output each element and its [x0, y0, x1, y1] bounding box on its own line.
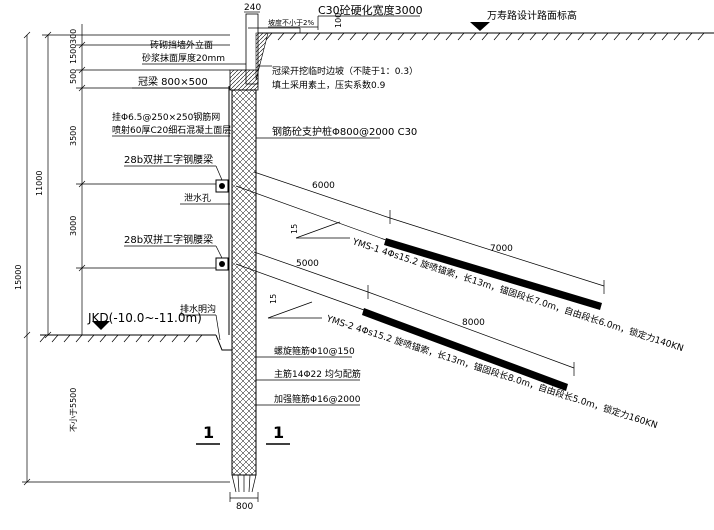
drain-hole-label: 泄水孔: [184, 192, 211, 204]
dim-500: 500: [69, 69, 78, 84]
section-mark-left: 1: [203, 423, 214, 442]
waler-2: [215, 257, 229, 271]
pile-tip: [231, 474, 257, 493]
dim-3500: 3500: [69, 126, 78, 146]
crown-beam-label: 冠梁 800×500: [138, 75, 208, 88]
pit-bottom-label: JKD(-10.0~-11.0m): [87, 311, 202, 325]
crown-slope-label: 冠梁开挖临时边坡（不陡于1：0.3）: [272, 65, 418, 77]
drain-ditch-label: 排水明沟: [180, 303, 216, 315]
crown-beam: [229, 69, 259, 91]
dim-15000: 15000: [14, 265, 23, 290]
pit-bottom-marker: JKD(-10.0~-11.0m): [87, 311, 202, 330]
dim-100: 100: [334, 13, 343, 28]
mesh-label: 挂Φ6.5@250×250钢筋网: [112, 111, 220, 123]
waler-1: [215, 179, 229, 193]
stiff-bar-label: 加强箍筋Φ16@2000: [274, 393, 361, 405]
dim-anchor2-bond: 8000: [462, 318, 485, 328]
road-level-label: 万寿路设计路面标高: [487, 9, 577, 22]
main-bar-label: 主筋14Φ22 均匀配筋: [274, 368, 361, 380]
pile-label: 钢筋砼支护桩Φ800@2000 C30: [272, 125, 417, 138]
pit-bottom-surface: [39, 334, 232, 351]
road-level-marker: 万寿路设计路面标高: [470, 9, 577, 31]
dim-embed: 不小于5500: [69, 388, 78, 432]
mortar-label: 砂浆抹面厚度20mm: [142, 52, 225, 64]
dim-3000: 3000: [69, 216, 78, 236]
dim-anchor1-bond: 7000: [490, 244, 513, 254]
dim-top-width: 240: [244, 3, 261, 13]
support-pile: [231, 89, 257, 476]
wall-outer-label: 砖砌挡墙外立面: [150, 39, 213, 51]
shotcrete-label: 喷射60厚C20细石混凝土面层: [112, 124, 231, 136]
dim-anchor1-free: 6000: [312, 181, 335, 191]
dim-angle1: 15: [290, 224, 299, 234]
dimension-chain: 300 1500 500 3500 3000 11000 15000 不小于55…: [14, 24, 230, 486]
crown-slope: [255, 32, 269, 81]
spiral-label: 螺旋箍筋Φ10@150: [274, 345, 355, 357]
ground-surface-top: [248, 27, 714, 41]
waler1-label: 28b双拼工字钢腰梁: [124, 153, 213, 166]
anchor1-label: YMS-1 4Φs15.2 旋喷锚索，长13m，锚固段长7.0m，自由段长6.0…: [350, 235, 685, 354]
dim-anchor2-free: 5000: [296, 259, 319, 269]
section-mark-right: 1: [273, 423, 284, 442]
waler2-label: 28b双拼工字钢腰梁: [124, 233, 213, 246]
backfill-label: 填土采用素土，压实系数0.9: [272, 79, 386, 91]
dim-angle2: 15: [269, 294, 278, 304]
dim-1500: 1500: [69, 44, 78, 64]
dim-300: 300: [69, 29, 78, 44]
dim-11000: 11000: [35, 171, 44, 196]
concrete-top-label: C30砼硬化宽度3000: [318, 3, 423, 17]
dim-bottom-width: 800: [236, 502, 253, 512]
slope-top-label: 坡度不小于2%: [268, 18, 314, 27]
